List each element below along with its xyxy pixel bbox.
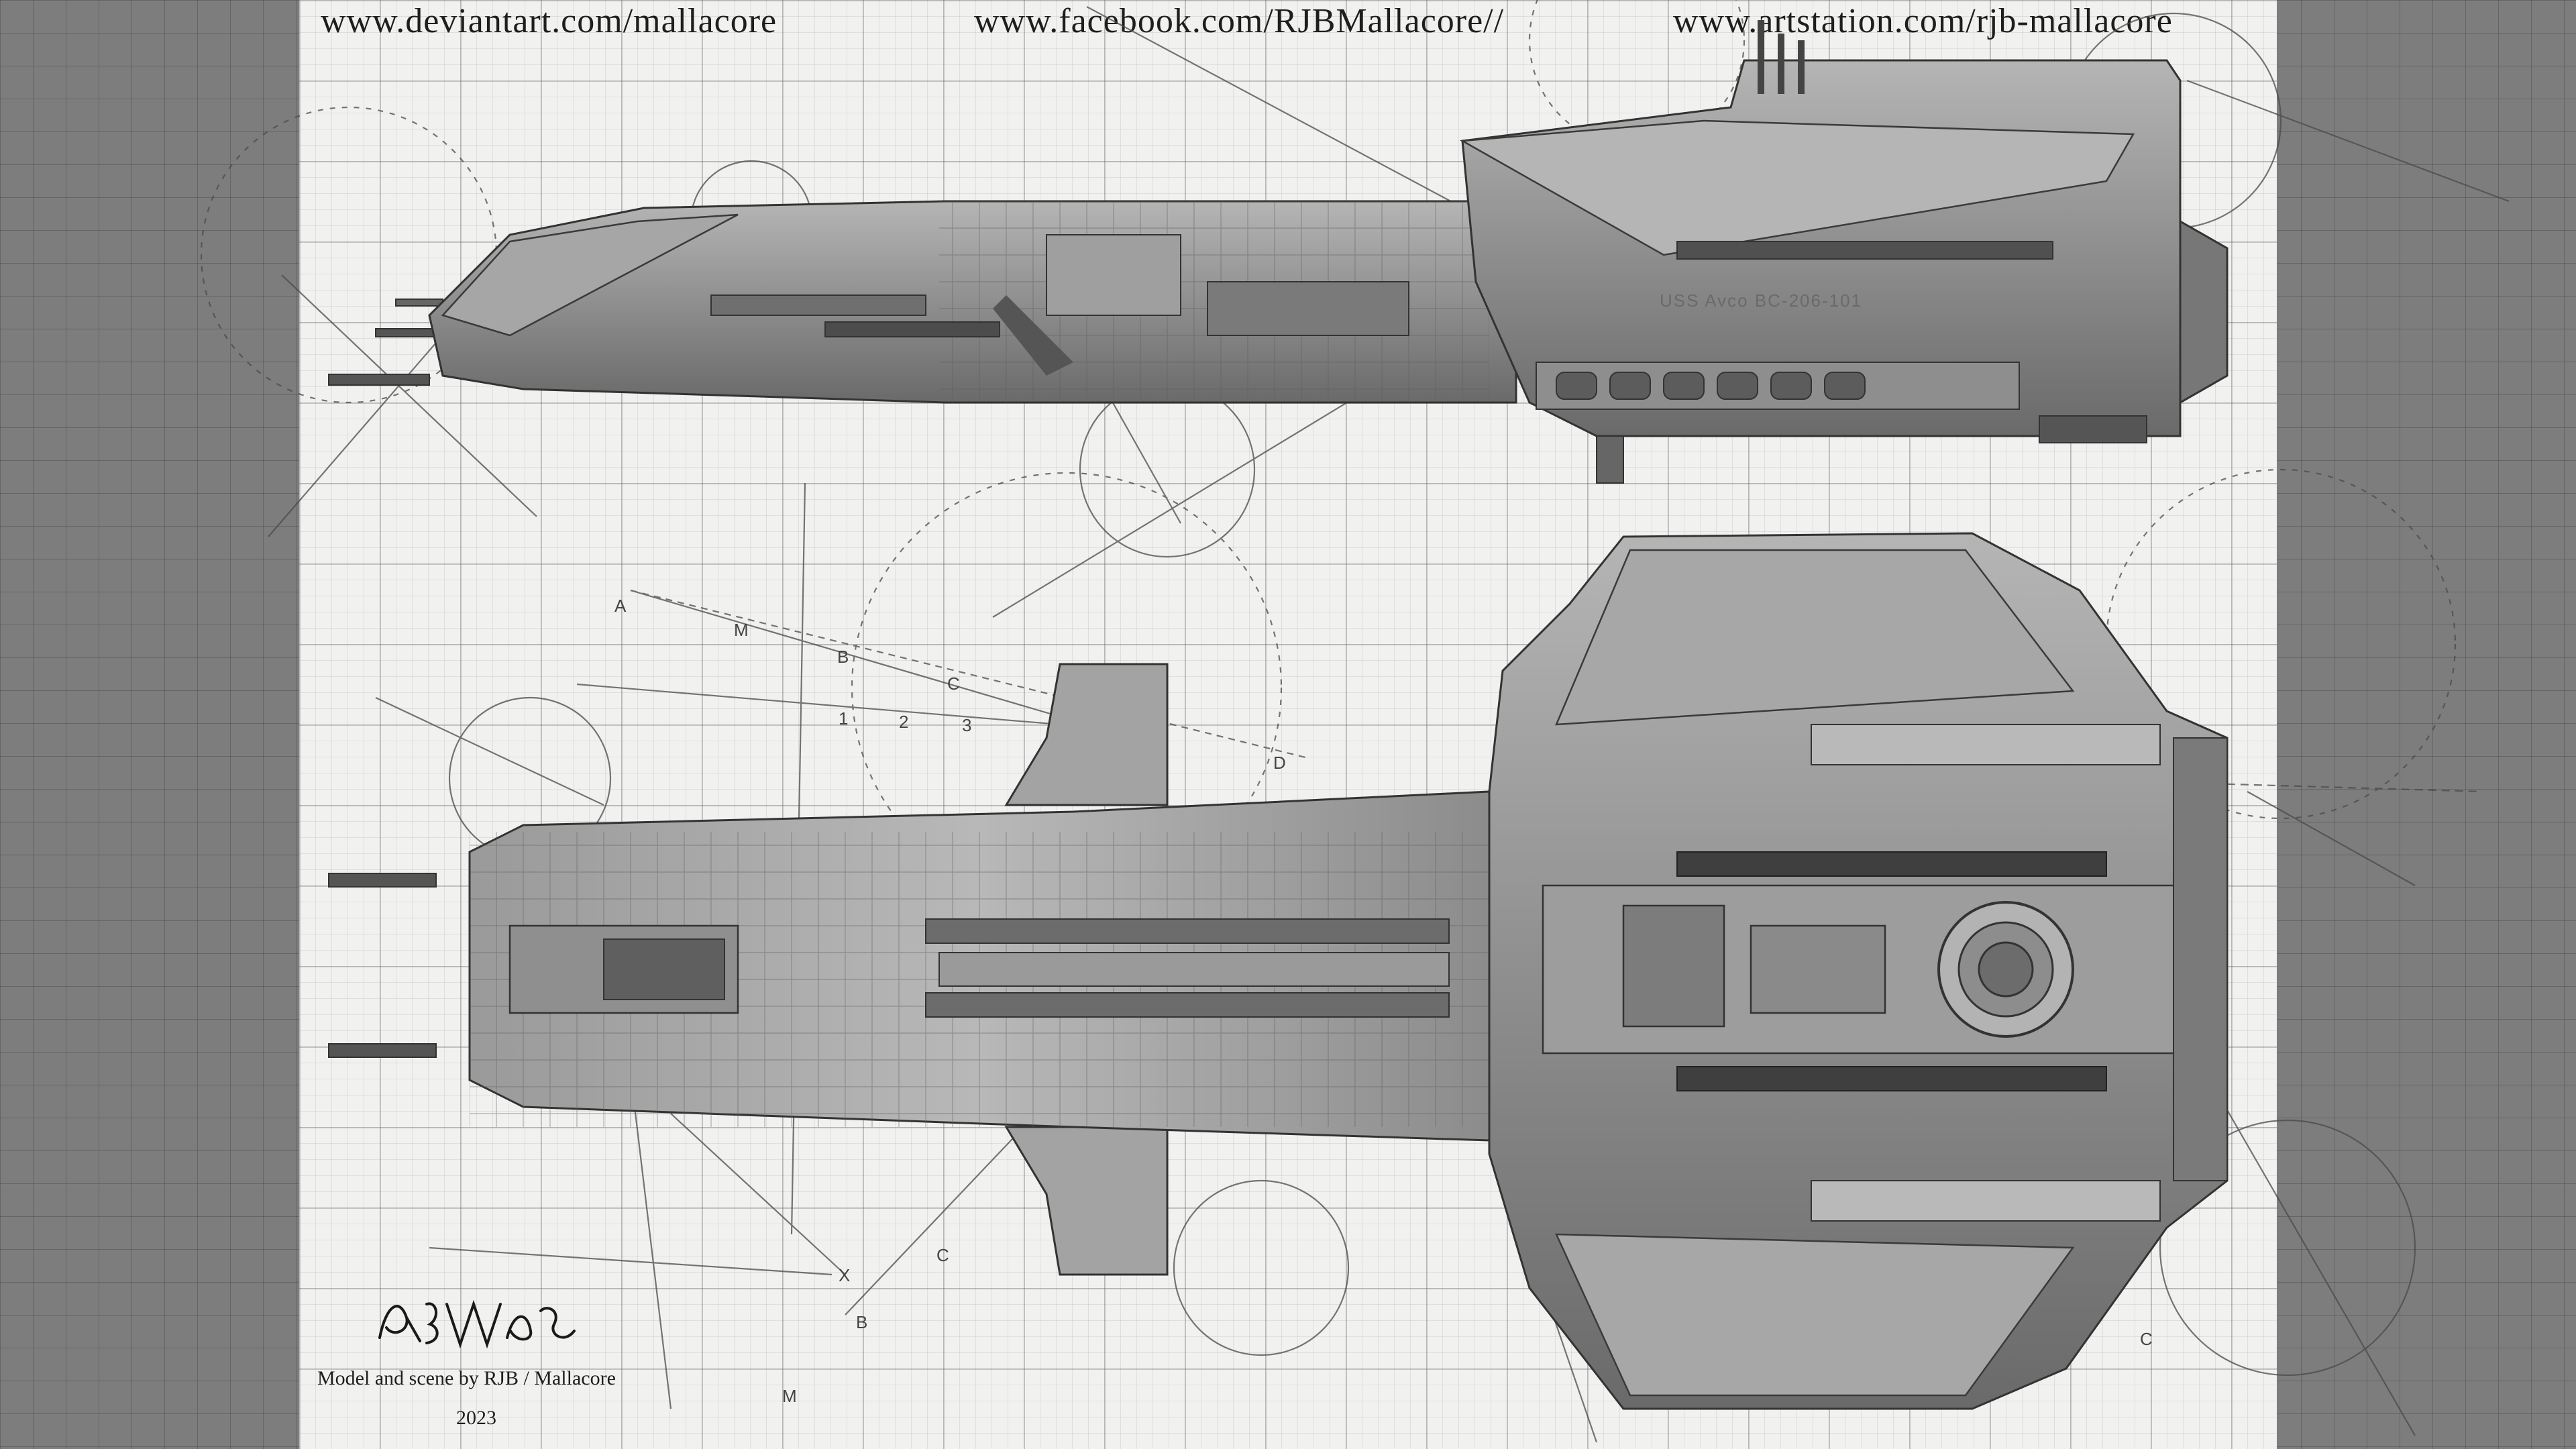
svg-text:X: X (839, 1265, 850, 1285)
svg-text:2: 2 (899, 712, 908, 732)
svg-text:B: B (837, 647, 849, 667)
svg-text:D: D (1273, 753, 1286, 773)
svg-text:3: 3 (962, 715, 971, 735)
ship-top-view (328, 532, 2229, 1410)
svg-text:A: A (614, 596, 627, 616)
svg-text:1: 1 (839, 708, 848, 729)
svg-text:C: C (2140, 1329, 2153, 1349)
construction-labels: A M B C D X 1 2 3 C B M C (614, 596, 2153, 1406)
facebook-link[interactable]: www.facebook.com/RJBMallacore// (974, 2, 1505, 40)
artist-signature (378, 1299, 576, 1349)
svg-text:M: M (782, 1386, 797, 1406)
svg-text:C: C (936, 1245, 949, 1265)
credit-text: Model and scene by RJB / Mallacore (317, 1367, 616, 1389)
credit-year: 2023 (456, 1407, 496, 1429)
svg-text:B: B (856, 1312, 867, 1332)
hull-marking-text: USS Avco BC-206-101 (1660, 290, 1862, 311)
artstation-link[interactable]: www.artstation.com/rjb-mallacore (1673, 2, 2173, 40)
deviantart-link[interactable]: www.deviantart.com/mallacore (321, 2, 777, 40)
ship-side-view (328, 20, 2229, 484)
svg-text:M: M (734, 620, 749, 640)
svg-text:C: C (947, 674, 960, 694)
